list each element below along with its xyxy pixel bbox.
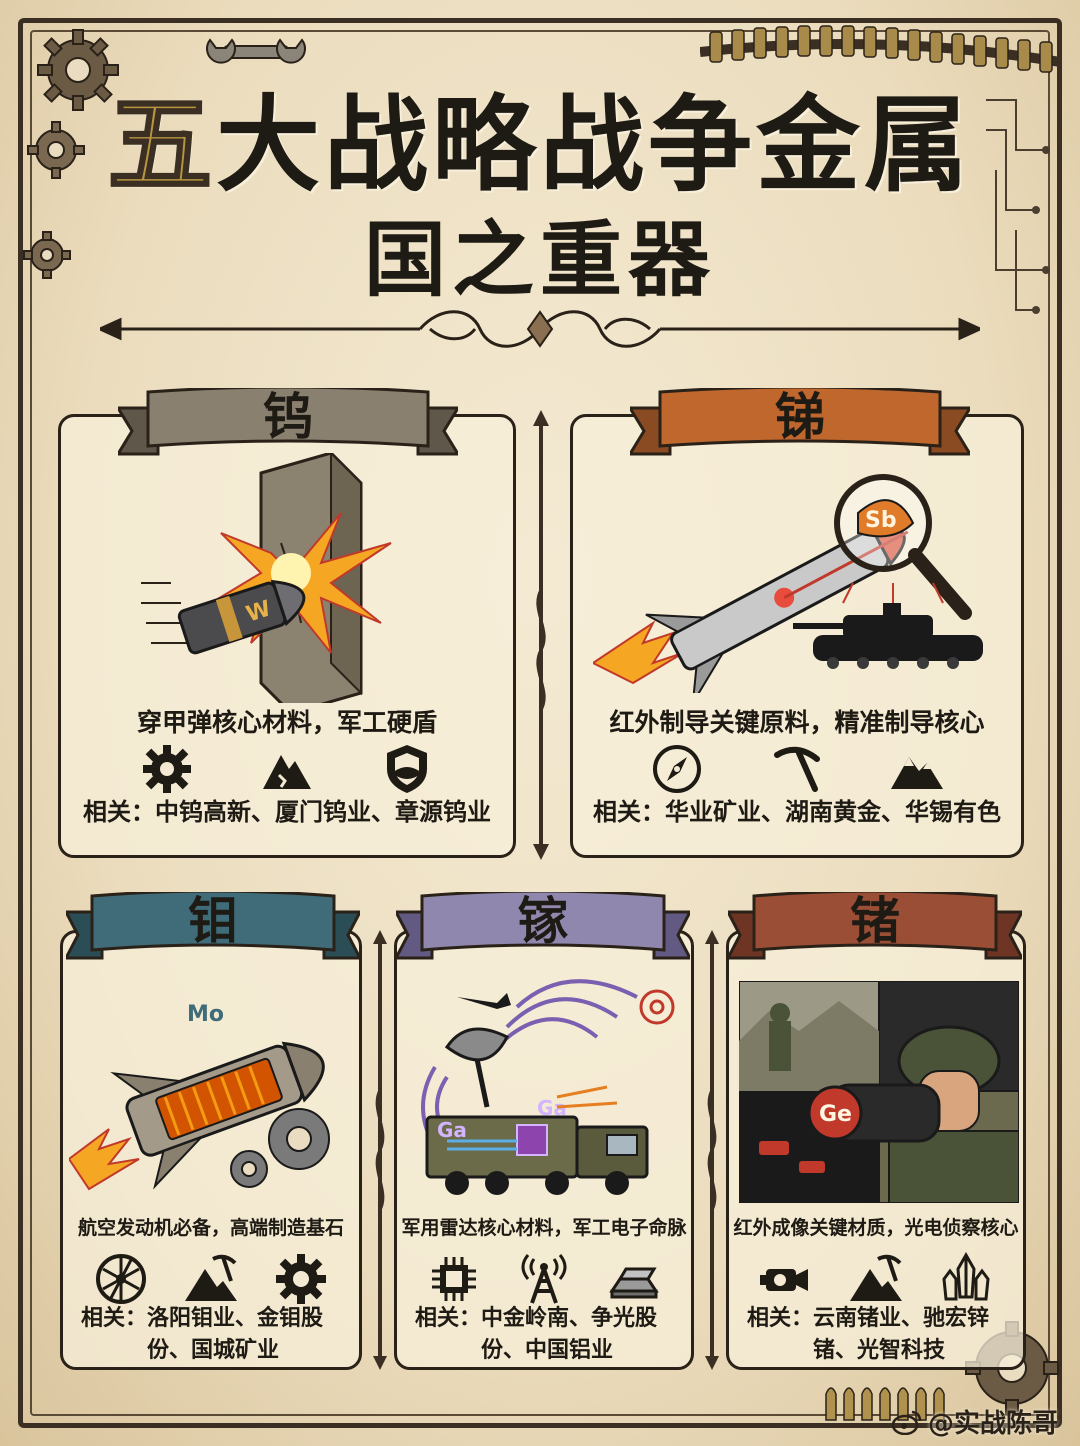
- card-gallium: Ga Ga 军用雷达核心材料，军工电子命脉: [394, 930, 694, 1370]
- ribbon-banner-tungsten: [118, 388, 458, 456]
- mountain-pickaxe-icon: [185, 1254, 237, 1301]
- molybdenum-symbol: Mo: [187, 1002, 224, 1027]
- ribbon-banner-germanium: [728, 892, 1022, 960]
- gear-icon: [27, 121, 85, 179]
- related-companies: 相关：云南锗业、驰宏锌 锗、光智科技: [747, 1303, 989, 1367]
- card-description: 红外制导关键原料，精准制导核心: [609, 708, 985, 737]
- germanium-symbol: Ge: [819, 1102, 852, 1127]
- twisted-rod-separator: [373, 930, 387, 1370]
- gear-wrench-icon: [143, 745, 191, 793]
- ribbon-label-tungsten: 钨: [263, 388, 313, 446]
- jet-engine-illustration: Mo: [69, 1002, 330, 1191]
- card-tungsten: W 穿甲弹核心材料，军工硬盾: [58, 414, 516, 858]
- card-description: 红外成像关键材质，光电侦察核心: [733, 1217, 1019, 1239]
- card-icons: [63, 1251, 359, 1307]
- bullets-icon: [825, 1387, 945, 1421]
- compass-icon: [653, 745, 701, 793]
- related-line-2: 份、国城矿业: [147, 1337, 280, 1363]
- card-molybdenum: Mo 航空发动机必备，高端制造基石: [60, 930, 362, 1370]
- related-companies: 相关：华业矿业、湖南黄金、华锡有色: [593, 798, 1001, 826]
- twisted-rod-separator: [533, 410, 549, 860]
- gear-icon: [23, 231, 71, 279]
- ingot-icon: [609, 1267, 659, 1299]
- wrench-icon: [206, 38, 306, 64]
- antenna-icon: [521, 1254, 567, 1304]
- card-germanium: Ge 红外成像关键材质，光电侦察核心: [726, 930, 1026, 1370]
- thermal-scope-soldier-illustration: Ge: [739, 981, 1019, 1203]
- card-icons: [61, 741, 513, 797]
- card-icons: [573, 741, 1021, 797]
- gallium-symbol: Ga: [437, 1118, 467, 1142]
- related-companies: 相关：洛阳钼业、金钼股 份、国城矿业: [81, 1303, 323, 1367]
- twisted-rod-separator: [705, 930, 719, 1370]
- related-line-2: 份、中国铝业: [481, 1337, 614, 1363]
- shield-icon: [387, 745, 427, 793]
- armor-piercing-shell-illustration: W: [141, 453, 392, 703]
- mountain-pickaxe-icon: [850, 1254, 902, 1301]
- page-title: 五大战略战争金属: [0, 86, 1080, 203]
- ribbon-banner-antimony: [630, 388, 970, 456]
- ribbon-banner-molybdenum: [66, 892, 360, 960]
- card-antimony: Sb 红外制导关键原料，精准制导核心: [570, 414, 1024, 858]
- ribbon-label-antimony: 锑: [775, 388, 825, 446]
- card-icons: [729, 1251, 1023, 1307]
- guided-missile-illustration: Sb: [593, 474, 983, 693]
- card-description: 军用雷达核心材料，军工电子命脉: [401, 1217, 687, 1239]
- related-line-2: 锗、光智科技: [813, 1337, 946, 1363]
- card-description: 航空发动机必备，高端制造基石: [77, 1217, 344, 1239]
- gear-icon: [276, 1254, 326, 1304]
- ornamental-divider: [100, 310, 980, 348]
- ribbon-label-gallium: 镓: [518, 892, 568, 950]
- turbine-icon: [96, 1254, 146, 1304]
- related-companies: 相关：中钨高新、厦门钨业、章源钨业: [83, 798, 491, 826]
- mountain-icon: [891, 757, 943, 789]
- pickaxe-icon: [774, 746, 820, 792]
- outer-frame: [18, 18, 1062, 1428]
- gear-icon: [37, 29, 119, 111]
- ammo-belt-icon: [700, 25, 1060, 73]
- ribbon-label-molybdenum: 钼: [188, 892, 238, 950]
- chip-icon: [432, 1257, 476, 1301]
- circuit-decoration: [986, 99, 1050, 314]
- title-rest: 大战略战争金属: [216, 84, 973, 206]
- weibo-icon: [891, 1410, 922, 1435]
- watermark[interactable]: @实战陈哥: [891, 1403, 1058, 1440]
- watermark-text: @实战陈哥: [927, 1409, 1058, 1439]
- rock-pile-icon: [263, 755, 311, 789]
- camera-icon: [760, 1269, 808, 1291]
- related-line-1: 相关：云南锗业、驰宏锌: [747, 1306, 990, 1331]
- crystal-icon: [942, 1251, 990, 1301]
- ribbon-label-germanium: 锗: [850, 892, 900, 950]
- title-block: 五大战略战争金属 国之重器: [0, 86, 1080, 309]
- radar-truck-illustration: Ga Ga: [421, 979, 675, 1195]
- related-companies: 相关：中金岭南、争光股 份、中国铝业: [415, 1303, 657, 1367]
- related-line-1: 相关：中金岭南、争光股: [415, 1306, 658, 1331]
- card-description: 穿甲弹核心材料，军工硬盾: [136, 708, 437, 737]
- inner-frame: [30, 30, 1050, 1416]
- antimony-symbol: Sb: [865, 508, 897, 533]
- page-subtitle: 国之重器: [363, 213, 716, 309]
- related-line-1: 相关：洛阳钼业、金钼股: [81, 1306, 324, 1331]
- ribbon-banner-gallium: [396, 892, 690, 960]
- card-icons: [397, 1251, 691, 1307]
- title-highlight: 五: [106, 84, 216, 206]
